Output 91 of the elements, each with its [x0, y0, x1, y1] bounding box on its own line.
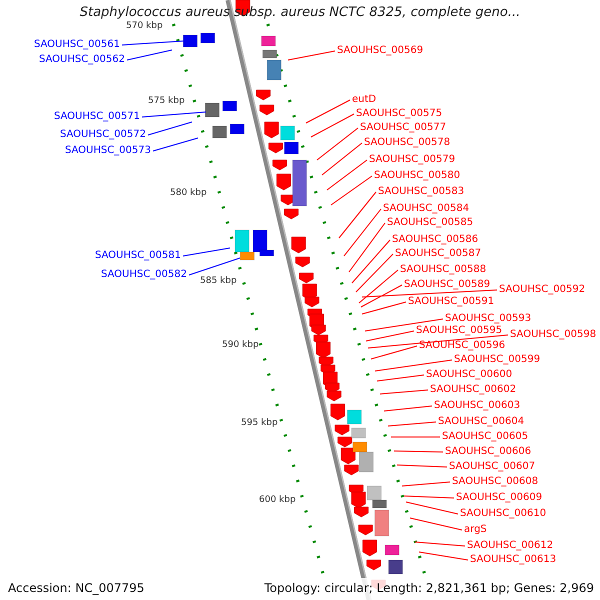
gene-label: SAOUHSC_00600: [426, 369, 512, 381]
leader-line: [402, 482, 450, 486]
leader-line: [364, 318, 444, 332]
leader-line: [404, 496, 454, 498]
leader-line: [348, 222, 386, 272]
gene-label: SAOUHSC_00592: [499, 284, 586, 296]
scale-label: 595 kbp: [241, 418, 278, 429]
leader-line: [362, 302, 406, 314]
leader-line: [152, 138, 198, 152]
gene-label: SAOUHSC_00589: [404, 279, 490, 291]
leader-line: [418, 552, 468, 560]
leader-line: [358, 270, 398, 304]
leader-line: [374, 360, 452, 372]
leader-line: [376, 374, 424, 382]
leader-line: [362, 290, 498, 298]
leader-line: [326, 160, 368, 190]
gene-label: SAOUHSC_00572: [60, 129, 146, 141]
gene-label: SAOUHSC_00584: [383, 203, 470, 215]
scale-label: 575 kbp: [148, 96, 185, 107]
leader-line: [126, 50, 172, 60]
leader-line: [148, 122, 192, 136]
leader-line: [380, 390, 428, 394]
leader-line: [360, 284, 402, 308]
leader-line: [338, 192, 376, 238]
leader-line: [310, 114, 354, 138]
gene-label: SAOUHSC_00604: [438, 416, 524, 428]
scale-label: 585 kbp: [200, 276, 237, 287]
gene-label: SAOUHSC_00582: [100, 269, 187, 281]
gene-label: SAOUHSC_00598: [510, 329, 596, 341]
leader-line: [388, 422, 436, 426]
gene-label: SAOUHSC_00562: [38, 54, 125, 66]
leader-line: [384, 406, 432, 412]
leader-line: [322, 142, 362, 176]
leader-line: [330, 176, 372, 206]
gene-label: SAOUHSC_00571: [54, 111, 140, 123]
gene-label: SAOUHSC_00605: [442, 431, 528, 443]
gene-label: SAOUHSC_00561: [34, 39, 120, 51]
leader-line: [316, 128, 358, 160]
gene-label: SAOUHSC_00577: [360, 122, 446, 134]
gene-label: SAOUHSC_00593: [445, 313, 532, 325]
leader-line: [396, 464, 448, 468]
leader-line: [368, 334, 508, 348]
leader-line: [394, 450, 444, 452]
leader-line: [410, 518, 462, 530]
gene-label: SAOUHSC_00610: [460, 508, 546, 520]
leader-line: [142, 112, 206, 118]
gene-label: SAOUHSC_00579: [369, 154, 456, 166]
gene-label: SAOUHSC_00581: [94, 250, 181, 262]
gene-label: SAOUHSC_00599: [454, 354, 540, 366]
gene-label: SAOUHSC_00573: [64, 145, 151, 157]
gene-label: SAOUHSC_00612: [467, 540, 554, 552]
gene-label: SAOUHSC_00586: [392, 234, 478, 246]
scale-label: 570 kbp: [126, 21, 163, 32]
footer-text: Accession: NC_007795: [8, 581, 144, 595]
gene-label: SAOUHSC_00578: [364, 137, 450, 149]
footer-text: Topology: circular; Length: 2,821,361 bp; Genes: 2,969: [264, 581, 594, 595]
gene-label: eutD: [352, 94, 376, 106]
leader-line: [288, 50, 336, 60]
leader-line: [356, 254, 394, 292]
leader-line: [188, 258, 240, 276]
gene-label: SAOUHSC_00583: [378, 186, 464, 198]
leader-line: [122, 40, 184, 46]
leader-line: [406, 502, 458, 514]
scale-label: 580 kbp: [170, 188, 207, 199]
leader-line: [182, 248, 230, 256]
leader-line: [344, 208, 382, 256]
gene-label: SAOUHSC_00596: [419, 340, 506, 352]
leader-line: [306, 100, 350, 124]
gene-label: SAOUHSC_00609: [456, 492, 542, 504]
leader-line: [366, 330, 414, 342]
scale-label: 590 kbp: [222, 340, 259, 351]
gene-label: SAOUHSC_00591: [408, 296, 494, 308]
gene-label: SAOUHSC_00595: [416, 325, 502, 337]
gene-label: SAOUHSC_00587: [395, 248, 482, 260]
gene-label: SAOUHSC_00580: [374, 170, 460, 182]
leader-line: [370, 346, 418, 360]
gene-label: SAOUHSC_00613: [470, 554, 556, 566]
gene-label: SAOUHSC_00575: [356, 108, 442, 120]
leader-line: [390, 436, 440, 438]
gene-label: SAOUHSC_00603: [434, 400, 520, 412]
gene-label: SAOUHSC_00608: [452, 476, 538, 488]
gene-label: SAOUHSC_00607: [449, 461, 536, 473]
scale-label: 600 kbp: [259, 495, 296, 506]
gene-label: SAOUHSC_00602: [430, 384, 516, 396]
gene-label: argS: [464, 524, 487, 536]
gene-label: SAOUHSC_00606: [445, 446, 532, 458]
gene-label: SAOUHSC_00585: [387, 217, 474, 229]
leader-line: [414, 542, 466, 546]
gene-label: SAOUHSC_00569: [337, 45, 424, 57]
leader-line: [352, 240, 390, 284]
gene-label: SAOUHSC_00588: [400, 264, 486, 276]
